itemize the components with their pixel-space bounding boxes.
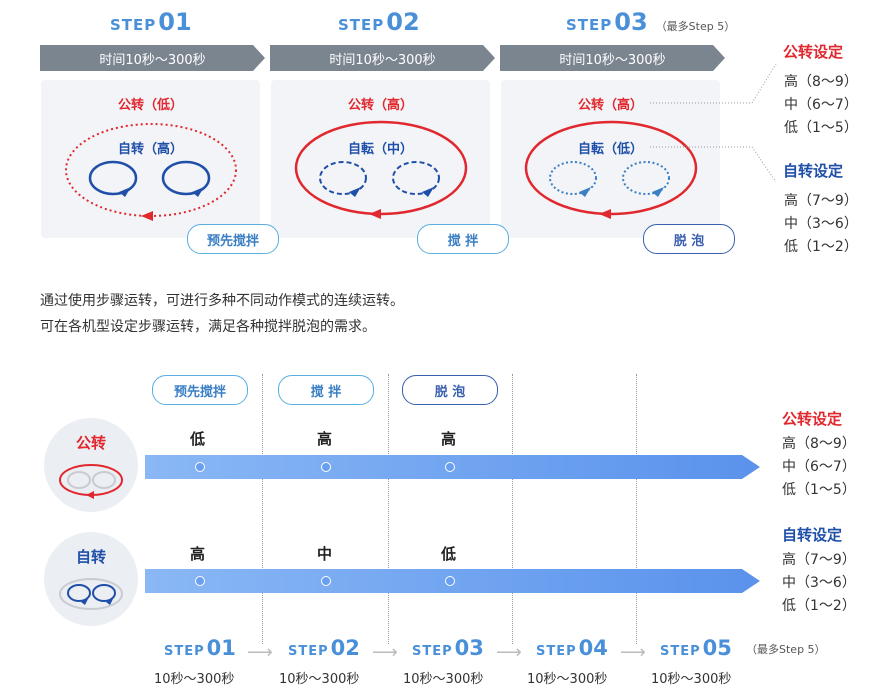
timeline-step-04: STEP04 bbox=[536, 636, 608, 660]
timeline-max-steps-note: （最多Step 5） bbox=[746, 643, 826, 656]
timeline-step-05: STEP05 bbox=[660, 636, 732, 660]
timeline-step-01: STEP01 bbox=[164, 636, 236, 660]
mix-pill: 搅 拌 bbox=[417, 224, 509, 254]
divider-line bbox=[262, 374, 263, 644]
timeline-public-setting-title: 公转设定 bbox=[782, 410, 843, 428]
step-01-time-band: 时间10秒～300秒 bbox=[40, 45, 265, 71]
description-line-2: 可在各机型设定步骤运转，满足各种搅拌脱泡的需求。 bbox=[40, 319, 376, 335]
timeline-step-03-time: 10秒～300秒 bbox=[403, 672, 484, 687]
rotation-diagram bbox=[294, 120, 468, 219]
timeline-degas-pill: 脱 泡 bbox=[402, 375, 498, 405]
timeline-step-02-time: 10秒～300秒 bbox=[279, 672, 360, 687]
timeline-step-04-time: 10秒～300秒 bbox=[527, 672, 608, 687]
degas-pill: 脱 泡 bbox=[643, 224, 735, 254]
connector-lines bbox=[650, 63, 777, 183]
self-rotation-label: 自転（低） bbox=[577, 142, 643, 157]
rotation-diagram bbox=[524, 120, 698, 219]
timeline-self-setting-levels: 高（7～9） 中（3～6） 低（1～2） bbox=[782, 552, 856, 614]
pre-mix-pill: 预先搅拌 bbox=[187, 224, 279, 254]
timeline-dot bbox=[321, 576, 331, 586]
step-02-time-band: 时间10秒～300秒 bbox=[270, 45, 495, 71]
public-level-step-3: 高 bbox=[441, 430, 457, 448]
step-03-time-band: 时间10秒～300秒 bbox=[500, 45, 725, 71]
self-rotation-icon: 自转 bbox=[44, 532, 138, 626]
arrow-right-icon: ⟶ bbox=[620, 642, 646, 663]
timeline-step-03: STEP03 bbox=[412, 636, 484, 660]
public-setting-levels: 高（8～9） 中（6～7） 低（1～5） bbox=[784, 74, 858, 136]
step-02-heading: STEP02 bbox=[338, 8, 420, 36]
step-01-panel: 公转（低） 自转（高） bbox=[41, 80, 260, 238]
public-level-step-2: 高 bbox=[317, 430, 333, 448]
public-rotation-label: 公转（高） bbox=[347, 98, 413, 113]
timeline-dot bbox=[321, 462, 331, 472]
arrow-right-icon: ⟶ bbox=[247, 642, 273, 663]
timeline-dot bbox=[195, 462, 205, 472]
timeline-dot bbox=[195, 576, 205, 586]
divider-line bbox=[512, 374, 513, 644]
public-rotation-icon: 公转 bbox=[44, 418, 138, 512]
arrow-right-icon: ⟶ bbox=[496, 642, 522, 663]
step-03-panel: 公转（高） 自転（低） bbox=[501, 80, 720, 238]
timeline-step-05-time: 10秒～300秒 bbox=[651, 672, 732, 687]
step-02-panel: 公转（高） 自転（中） bbox=[271, 80, 490, 238]
self-row-label: 自转 bbox=[75, 548, 106, 566]
self-level-step-1: 高 bbox=[190, 545, 206, 563]
arrow-right-icon: ⟶ bbox=[372, 642, 398, 663]
public-rotation-label: 公转（低） bbox=[117, 98, 183, 113]
self-level-step-3: 低 bbox=[441, 545, 457, 563]
description-line-1: 通过使用步骤运转，可进行多种不同动作模式的连续运转。 bbox=[40, 293, 404, 309]
public-level-step-1: 低 bbox=[190, 430, 206, 448]
self-setting-levels: 高（7～9） 中（3～6） 低（1～2） bbox=[784, 193, 858, 255]
timeline-self-setting-title: 自转设定 bbox=[782, 526, 843, 544]
timeline-public-setting-levels: 高（8～9） 中（6～7） 低（1～5） bbox=[782, 436, 856, 498]
timeline-step-02: STEP02 bbox=[288, 636, 360, 660]
divider-line bbox=[636, 374, 637, 644]
public-row-label: 公转 bbox=[75, 434, 106, 452]
step-01-heading: STEP01 bbox=[110, 8, 192, 36]
self-rotation-label: 自转（高） bbox=[117, 142, 183, 157]
timeline-mix-pill: 搅 拌 bbox=[278, 375, 374, 405]
public-rotation-label: 公转（高） bbox=[577, 98, 643, 113]
timeline-dot bbox=[445, 462, 455, 472]
timeline-pre-mix-pill: 预先搅拌 bbox=[152, 375, 248, 405]
public-setting-title: 公转设定 bbox=[783, 43, 844, 61]
self-rotation-label: 自転（中） bbox=[347, 142, 413, 157]
rotation-diagram bbox=[65, 123, 237, 221]
self-level-step-2: 中 bbox=[317, 545, 333, 563]
self-setting-title: 自转设定 bbox=[783, 162, 844, 180]
divider-line bbox=[388, 374, 389, 644]
timeline-dot bbox=[445, 576, 455, 586]
max-steps-note: （最多Step 5） bbox=[655, 20, 736, 33]
timeline-step-01-time: 10秒～300秒 bbox=[154, 672, 235, 687]
step-03-heading: STEP03（最多Step 5） bbox=[566, 8, 736, 36]
